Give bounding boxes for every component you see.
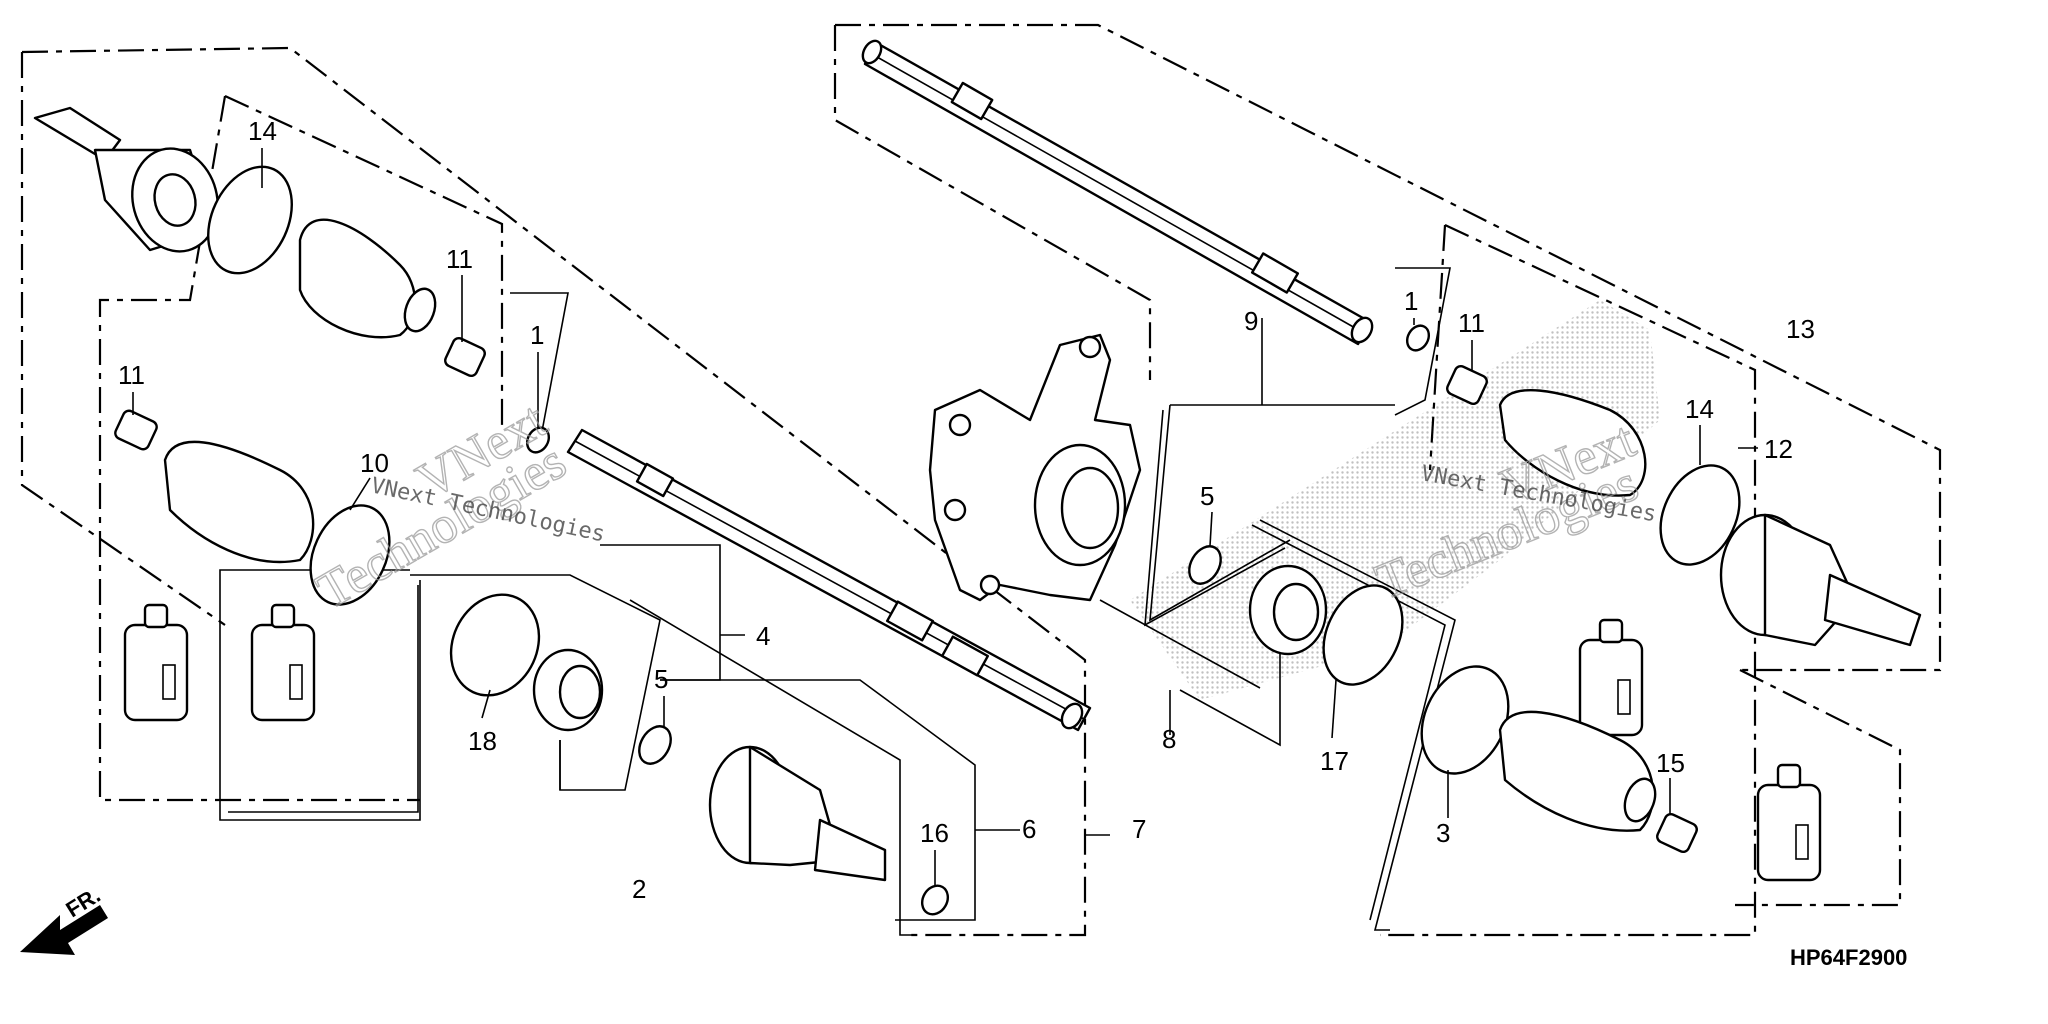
- callout-16: 16: [920, 818, 949, 848]
- callout-11-right: 11: [1458, 308, 1485, 338]
- grease-bottle-left-2: [250, 603, 316, 722]
- callout-8: 8: [1162, 724, 1176, 754]
- right-axle-shaft: [861, 39, 1374, 346]
- o-ring-16: [920, 884, 950, 916]
- callout-9: 9: [1244, 306, 1258, 336]
- callout-4: 4: [756, 621, 770, 651]
- clip-5-left: [638, 725, 672, 765]
- boot-band-14-left: [207, 165, 293, 275]
- diagram-code: HP64F2900: [1790, 945, 1907, 970]
- grease-bottle-right-1: [1578, 618, 1644, 737]
- callout-3: 3: [1436, 818, 1450, 848]
- inboard-joint-spider-right: [1248, 564, 1328, 656]
- left-outboard-cv-joint: [33, 106, 219, 253]
- grease-bottle-left-1: [123, 603, 189, 722]
- callout-1-right: 1: [1404, 286, 1418, 316]
- callout-5-left: 5: [654, 664, 668, 694]
- boot-band-10: [309, 504, 391, 606]
- callout-17: 17: [1320, 746, 1349, 776]
- left-outer-boot: [298, 218, 437, 339]
- left-inboard-cv-housing: [708, 745, 887, 882]
- set-ring-17: [1322, 584, 1404, 686]
- boot-clamp-11-top: [444, 336, 486, 378]
- right-outer-boot: [1498, 710, 1657, 832]
- callout-15: 15: [1656, 748, 1685, 778]
- callout-14-left: 14: [248, 116, 277, 146]
- grease-bottle-right-2: [1756, 763, 1822, 882]
- callout-11-left: 11: [118, 360, 145, 390]
- callout-13: 13: [1786, 314, 1815, 344]
- boot-clamp-11-right: [1446, 364, 1488, 406]
- callout-5-right: 5: [1200, 481, 1214, 511]
- front-arrow-icon: [20, 905, 108, 955]
- callout-6: 6: [1022, 814, 1036, 844]
- left-inner-boot: [163, 440, 315, 564]
- callout-11-top: 11: [446, 244, 473, 274]
- callout-12: 12: [1764, 434, 1793, 464]
- o-ring-1-right: [1405, 324, 1431, 352]
- o-ring-1-left: [525, 426, 551, 454]
- callout-18: 18: [468, 726, 497, 756]
- left-axle-shaft: [566, 428, 1092, 732]
- callout-7: 7: [1132, 814, 1146, 844]
- right-inner-boot: [1498, 388, 1647, 497]
- right-outboard-cv-joint: [1719, 513, 1922, 647]
- boot-clamp-11-left: [114, 409, 158, 451]
- callout-1-left: 1: [530, 320, 544, 350]
- knuckle-hub: [928, 333, 1142, 602]
- set-ring-18: [449, 593, 541, 697]
- callout-2: 2: [632, 874, 646, 904]
- group-outlines: [20, 23, 1942, 937]
- leader-lines: [132, 148, 1758, 885]
- inboard-joint-spider: [532, 648, 604, 732]
- front-direction-indicator: FR.: [20, 882, 108, 955]
- callout-14-right: 14: [1685, 394, 1714, 424]
- boot-band-14-right: [1659, 464, 1741, 566]
- callout-labels: 14 11 1 11 10 4 5 18 16 6 7 2 8 9 5 1 11…: [118, 116, 1815, 904]
- callout-10: 10: [360, 448, 389, 478]
- clip-5-right: [1188, 545, 1222, 585]
- boot-clamp-15: [1656, 812, 1698, 854]
